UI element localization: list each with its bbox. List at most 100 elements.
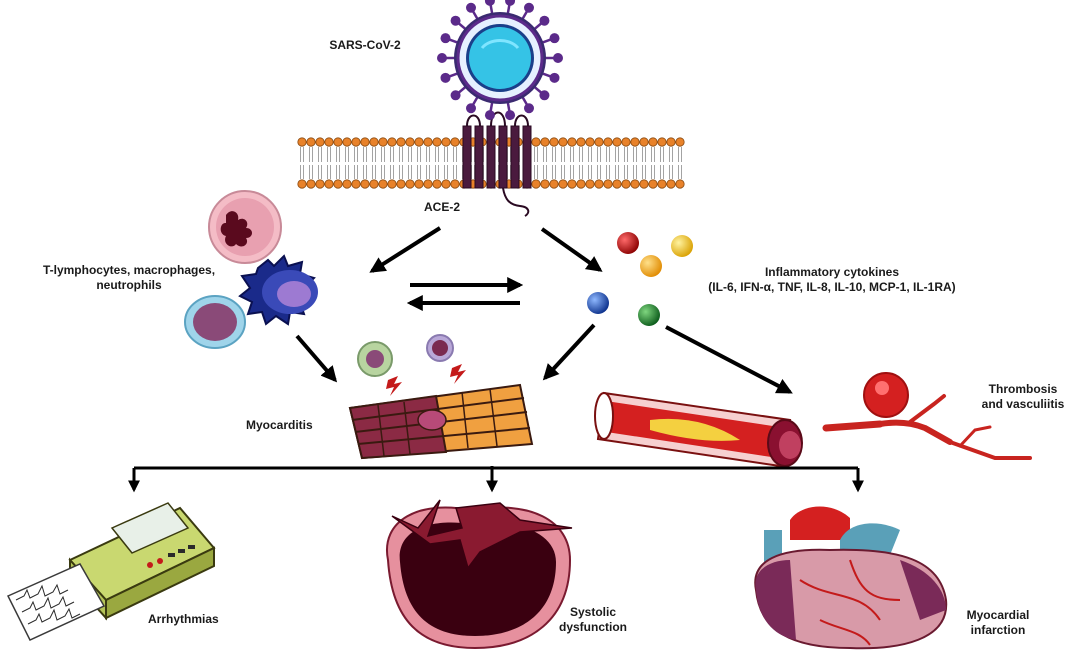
thrombosis-vessel [822,372,1032,460]
lipid-head [432,137,442,147]
lipid-head [342,137,352,147]
lipid-head [675,137,685,147]
lipid-head [306,179,316,189]
lipid-tail [507,147,511,179]
lipid-tail [606,147,610,179]
spike-head [524,2,534,13]
lipid-tail [327,147,331,179]
lipid-tail [579,147,583,179]
lipid-tail [660,147,664,179]
spike-head [484,0,495,6]
lipid-tail [561,147,565,179]
lipid-tail [597,147,601,179]
systolic-line-1: Systolic [569,605,617,619]
cytokines-title: Inflammatory cytokines [764,265,900,279]
sars-cov-2-virus [437,0,563,121]
lipid-head [639,179,649,189]
lipid-tail [363,147,367,179]
cell-membrane [297,137,685,189]
lipid-tail [678,147,682,179]
lipid-tail [318,147,322,179]
lipid-tail [543,147,547,179]
lipid-head [396,137,406,147]
lipid-tail [354,147,358,179]
pathway-arrows [295,226,793,394]
lipid-head [387,137,397,147]
lipid-tail [642,147,646,179]
lipid-tail [471,147,475,179]
spike-head [450,90,461,101]
lipid-head [567,179,577,189]
neutrophil-cell [208,190,282,264]
immune-cells-line-2: neutrophils [96,278,162,292]
lipid-head [315,137,325,147]
lipid-head [648,137,658,147]
lipid-head [378,179,388,189]
lipid-head [621,179,631,189]
lipid-head [603,179,613,189]
immune-cells-label: T-lymphocytes, macrophages, neutrophils [16,263,242,293]
lipid-tail [588,147,592,179]
lipid-head [414,179,424,189]
lipid-head [369,137,379,147]
lipid-head [423,179,433,189]
lipid-head [666,179,676,189]
lipid-head [306,137,316,147]
lipid-tail [453,147,457,179]
dilated-ventricle [385,499,573,650]
lipid-tail [615,147,619,179]
lipid-head [360,179,370,189]
spike-head [553,53,563,63]
lipid-head [324,137,334,147]
ace2-label: ACE-2 [423,200,460,214]
lipid-head [360,137,370,147]
lipid-head [450,137,460,147]
spike-head [440,33,451,44]
lipid-tail [444,147,448,179]
lipid-head [630,137,640,147]
lipid-head [333,137,343,147]
lipid-tail [381,147,385,179]
cardiac-muscle-fibers [348,383,534,460]
spike-head [437,53,447,63]
thrombosis-line-2: and vasculiitis [981,397,1065,411]
lipid-tail [390,147,394,179]
lipid-head [657,137,667,147]
infarction-line-2: infarction [970,623,1026,637]
spike-head [549,33,560,44]
lipid-tail [426,147,430,179]
lipid-head [387,179,397,189]
lipid-tail [417,147,421,179]
spike-head [549,72,560,83]
lipid-head [450,179,460,189]
lipid-head [630,179,640,189]
lipid-tail [552,147,556,179]
lipid-head [675,179,685,189]
thrombosis-line-1: Thrombosis [988,382,1058,396]
lipid-tail [651,147,655,179]
lipid-head [612,179,622,189]
lipid-head [531,179,541,189]
lipid-head [378,137,388,147]
lipid-head [333,179,343,189]
spike-head [505,110,516,121]
lipid-head [585,179,595,189]
lipid-head [549,137,559,147]
lipid-head [549,179,559,189]
spike-head [466,103,476,114]
lipid-head [540,179,550,189]
lipid-head [594,179,604,189]
lipid-head [405,179,415,189]
spike-head [539,15,550,26]
spike-head [466,2,476,13]
lipid-tail [534,147,538,179]
lipid-head [657,179,667,189]
infarction-line-1: Myocardial [966,608,1030,622]
lipid-head [567,137,577,147]
lipid-tail [570,147,574,179]
immune-cells-line-1: T-lymphocytes, macrophages, [42,263,216,277]
lipid-head [297,179,307,189]
lipid-tail [372,147,376,179]
lipid-tail [669,147,673,179]
